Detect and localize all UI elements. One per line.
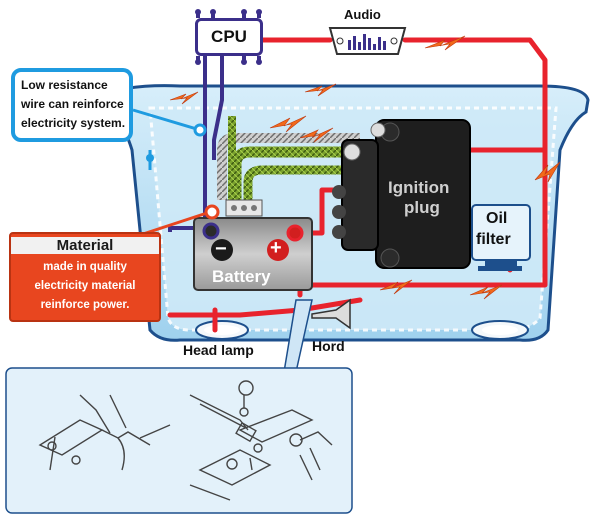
audio-equalizer-icon bbox=[328, 27, 407, 55]
material-title: Material bbox=[11, 237, 159, 254]
low-resistance-callout: Low resistance wire can reinforce electr… bbox=[11, 68, 133, 142]
battery-positive-symbol: + bbox=[270, 237, 282, 259]
callout-line-3: electricity system. bbox=[21, 116, 126, 130]
ignition-coil-icon bbox=[332, 119, 471, 269]
cpu-bridge-wire bbox=[212, 56, 224, 160]
material-line-1: made in quality bbox=[43, 261, 127, 273]
cpu-label: CPU bbox=[211, 27, 247, 46]
oil-filter-label-line-1: Oil bbox=[486, 210, 508, 227]
terminal-detail-inset bbox=[5, 299, 353, 514]
oil-filter-label-line-2: filter bbox=[476, 231, 511, 248]
battery-icon bbox=[193, 217, 313, 291]
battery-label: Battery bbox=[212, 267, 271, 286]
callout-line-2: wire can reinforce bbox=[21, 97, 124, 111]
battery-negative-symbol: − bbox=[215, 238, 227, 260]
audio-to-right-wire bbox=[402, 37, 548, 253]
callout-connectors bbox=[132, 108, 220, 237]
braided-cables bbox=[217, 116, 360, 217]
horn-icon bbox=[311, 298, 351, 330]
spark-icon bbox=[169, 35, 561, 300]
ignition-label-line-2: plug bbox=[404, 198, 440, 217]
material-line-2: electricity material bbox=[34, 280, 136, 292]
bottom-wire bbox=[167, 297, 363, 318]
audio-label: Audio bbox=[344, 7, 381, 22]
material-line-3: reinforce power. bbox=[40, 299, 130, 311]
head-lamp-label: Head lamp bbox=[183, 342, 254, 358]
cpu-box: CPU bbox=[195, 18, 263, 56]
ignition-label-line-1: Ignition bbox=[388, 178, 450, 197]
oil-filter-icon bbox=[471, 204, 531, 271]
callout-line-1: Low resistance bbox=[21, 78, 108, 92]
negative-terminal-icon bbox=[211, 239, 233, 261]
material-callout: Material made in quality electricity mat… bbox=[9, 232, 161, 322]
positive-terminal-icon bbox=[267, 239, 289, 261]
hord-label: Hord bbox=[312, 338, 345, 354]
